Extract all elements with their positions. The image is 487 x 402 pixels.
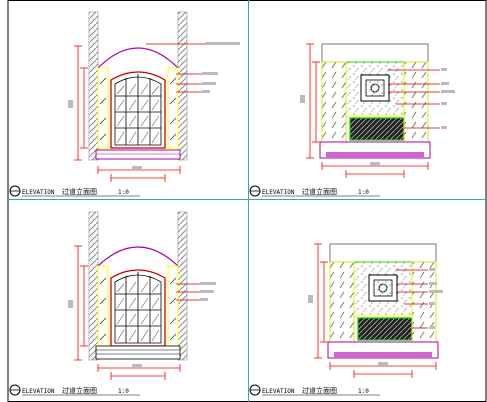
- caption-panel-1: ELEVATION 过道立面图 1:0: [9, 185, 140, 197]
- dim-text-block: [68, 100, 73, 108]
- leaders: [146, 43, 205, 93]
- leaders: [388, 69, 440, 129]
- left-trim: [97, 67, 109, 149]
- feature-wall-elevation-drawing-2: [308, 243, 443, 378]
- caption-panel-4: ELEVATION 过道立面图 1:0: [249, 384, 380, 396]
- caption-title: 过道立面图: [62, 187, 97, 196]
- window-elevation-drawing-2: [68, 211, 216, 380]
- trim-marks: [99, 77, 177, 141]
- glass-hatch: [116, 83, 160, 144]
- window-elevation-drawing-1: [68, 11, 240, 182]
- caption-panel-3: ELEVATION 过道立面图 1:0: [9, 384, 140, 396]
- caption-prefix: ELEVATION: [22, 189, 55, 196]
- caption-title: 过道立面图: [302, 386, 337, 395]
- caption-title: 过道立面图: [62, 386, 97, 395]
- right-wall-hatch: [177, 11, 188, 161]
- caption-prefix: ELEVATION: [262, 189, 295, 196]
- caption-prefix: ELEVATION: [262, 388, 295, 395]
- dimension-lines: [306, 43, 429, 178]
- feature-wall-elevation-drawing-1: [300, 43, 455, 178]
- right-trim: [167, 67, 179, 149]
- right-stone-wall: [403, 61, 429, 143]
- top-panel: [321, 43, 429, 63]
- floor-band: [95, 149, 181, 160]
- caption-scale: 1:0: [118, 388, 129, 395]
- window-grid: [115, 74, 161, 145]
- medallion-inner: [365, 79, 385, 97]
- caption-panel-2: ELEVATION 过道立面图 1:0: [249, 185, 380, 197]
- caption-scale: 1:0: [358, 189, 369, 196]
- caption-scale: 1:0: [118, 189, 129, 196]
- caption-prefix: ELEVATION: [22, 388, 55, 395]
- arch: [97, 47, 179, 69]
- caption-scale: 1:0: [358, 388, 369, 395]
- window-frame: [110, 71, 166, 149]
- dark-panel: [349, 117, 405, 141]
- caption-title: 过道立面图: [302, 187, 337, 196]
- left-stone-wall: [321, 61, 347, 143]
- left-wall-hatch: [88, 11, 99, 161]
